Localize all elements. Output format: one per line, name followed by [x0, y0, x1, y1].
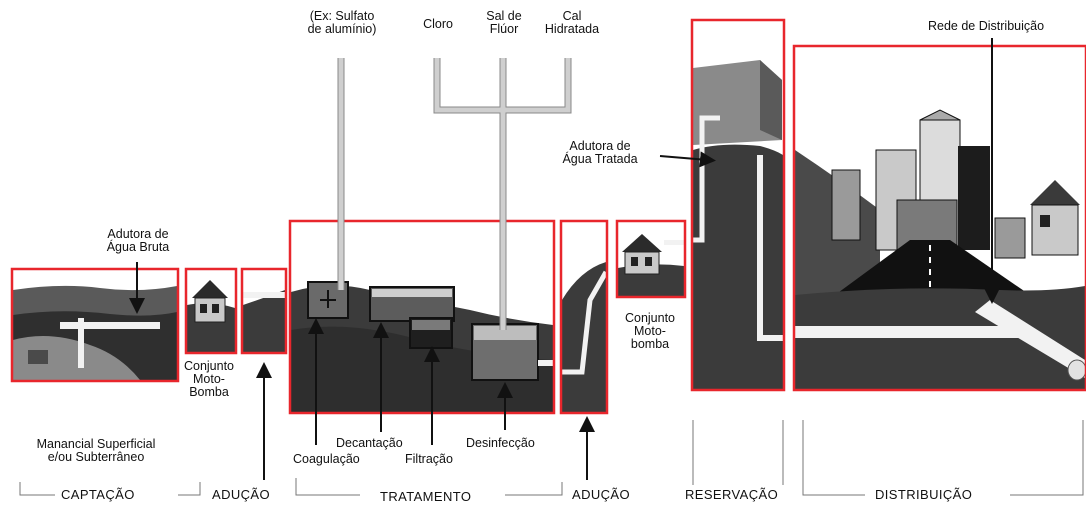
stage-treatment: TRATAMENTO [380, 489, 472, 504]
treatment-panel [288, 219, 556, 415]
pump-set-2-label: Conjunto Moto- bomba [624, 311, 676, 351]
distribution-network-label: Rede de Distribuição [928, 19, 1045, 33]
disinfection-label: Desinfecção [466, 436, 535, 450]
filtration-label: Filtração [405, 452, 453, 466]
pump-house-2-panel [615, 219, 687, 299]
stage-capture: CAPTAÇÃO [61, 487, 135, 502]
decantation-label: Decantação [336, 436, 403, 450]
coagulant-label: (Ex: Sulfato de alumínio) [307, 9, 377, 36]
stage-adduction-1: ADUÇÃO [212, 487, 271, 502]
treated-water-arrow [659, 151, 716, 168]
pump-house-1-panel [184, 267, 238, 355]
chemical-feed-pipes [338, 58, 571, 330]
stage-adduction-2: ADUÇÃO [572, 487, 631, 502]
stage-reservation: RESERVAÇÃO [685, 487, 779, 502]
captation-panel [10, 267, 180, 383]
adduction-2-panel [559, 219, 609, 415]
lime-label: Cal Hidratada [544, 9, 600, 36]
chlorine-label: Cloro [423, 17, 453, 31]
source-label: Manancial Superficial e/ou Subterrâneo [36, 437, 156, 464]
fluoride-label: Sal de Flúor [486, 9, 522, 36]
treated-water-main-label: Adutora de Água Tratada [562, 139, 638, 166]
adduction-1-panel [240, 267, 288, 355]
coagulation-label: Coagulação [293, 452, 360, 466]
reservation-panel [690, 18, 786, 392]
stage-brackets [19, 420, 1084, 496]
stage-distribution: DISTRIBUIÇÃO [875, 487, 973, 502]
raw-water-main-label: Adutora de Água Bruta [106, 227, 170, 254]
distribution-panel [792, 44, 1086, 392]
pump-set-1-label: Conjunto Moto- Bomba [183, 359, 235, 399]
